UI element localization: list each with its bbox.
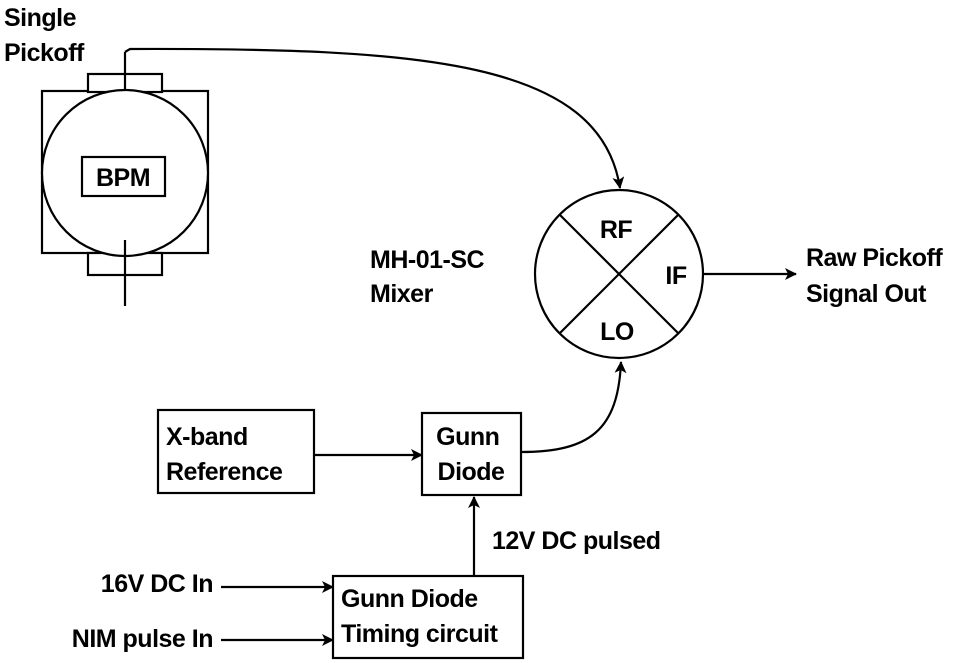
- bpm-label-box: [80, 155, 167, 198]
- bpm-label: BPM: [96, 164, 150, 192]
- xband-reference-box: [156, 408, 316, 495]
- mixer-cross-2: [559, 214, 679, 334]
- mixer-lo-label: LO: [600, 318, 634, 346]
- timing-circuit-label: Gunn Diode Timing circuit: [341, 585, 499, 648]
- gunn-to-lo-arrow: [520, 361, 627, 454]
- mixer-if-label: IF: [665, 262, 686, 290]
- gunn-diode-box: [420, 411, 523, 497]
- mixer-rf-label: RF: [600, 216, 633, 244]
- xband-reference-label: X-band Reference: [166, 423, 283, 486]
- pickoff-label: Single Pickoff: [4, 4, 85, 67]
- dc-in-label: 16V DC In: [101, 570, 213, 598]
- gunn-diode-label: Gunn Diode: [436, 423, 506, 486]
- mixer-symbol: RF IF LO: [533, 188, 705, 360]
- bpm-assembly: BPM: [40, 52, 210, 306]
- mixer-name-label: MH-01-SC Mixer: [370, 246, 491, 308]
- pulsed-label: 12V DC pulsed: [492, 527, 661, 555]
- timing-circuit-box: [331, 574, 525, 660]
- output-label: Raw Pickoff Signal Out: [806, 244, 949, 308]
- nim-in-label: NIM pulse In: [72, 625, 213, 653]
- pickoff-to-rf-arrow: [124, 47, 625, 189]
